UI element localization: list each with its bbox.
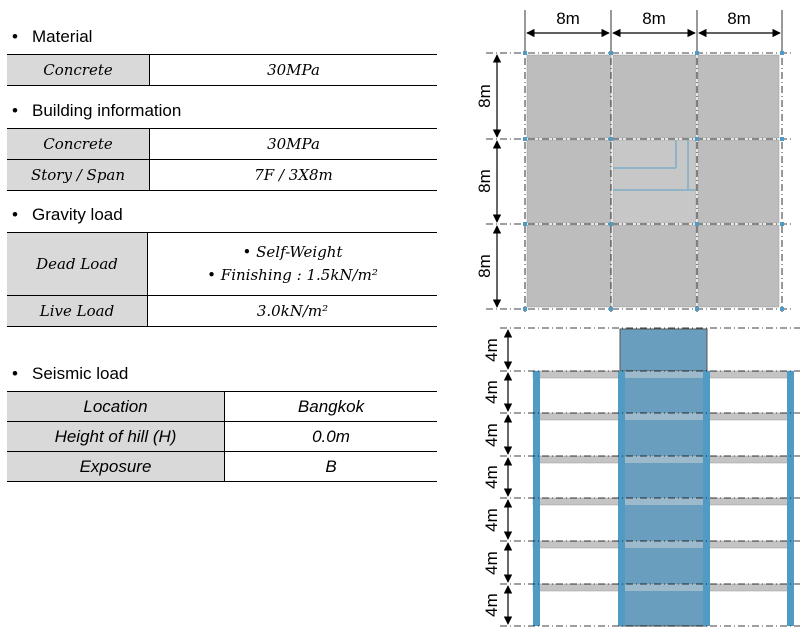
material-concrete-label: Concrete xyxy=(7,54,150,86)
story-dim-label: 4m xyxy=(482,508,501,532)
plan-slab xyxy=(612,224,697,308)
plan-core xyxy=(612,139,697,224)
story-dim-label: 4m xyxy=(482,593,501,617)
table-row: Dead Load • Self-Weight • Finishing : 1.… xyxy=(7,232,437,296)
hill-height-value: 0.0m xyxy=(224,421,437,452)
plan-slab xyxy=(697,54,780,139)
gravity-table: Dead Load • Self-Weight • Finishing : 1.… xyxy=(7,232,437,327)
exposure-label: Exposure xyxy=(7,451,225,482)
live-load-value: 3.0kN/m² xyxy=(147,295,437,327)
elevation: 4m 4m 4m 4m 4m 4m 4m xyxy=(482,327,800,627)
story-dim-label: 4m xyxy=(482,338,501,362)
elevation-core-slabs xyxy=(622,371,705,591)
elevation-level-lines xyxy=(500,327,800,627)
elevation-penthouse xyxy=(619,328,708,372)
dead-load-label: Dead Load xyxy=(7,232,148,296)
plan-side-dim-label: 8m xyxy=(475,169,494,193)
material-table: Concrete 30MPa xyxy=(7,54,437,86)
table-row: Live Load 3.0kN/m² xyxy=(7,295,437,327)
plan-columns xyxy=(523,51,784,311)
story-dim-label: 4m xyxy=(482,380,501,404)
table-row: Height of hill (H) 0.0m xyxy=(7,421,437,452)
plan-slab xyxy=(697,139,780,224)
table-row: Concrete 30MPa xyxy=(7,128,437,160)
plan-side-dim-label: 8m xyxy=(475,254,494,278)
plan-grid-lines xyxy=(486,44,792,312)
gravity-heading: •Gravity load xyxy=(12,205,123,224)
dead-load-value: • Self-Weight • Finishing : 1.5kN/m² xyxy=(147,232,437,296)
building-concrete-value: 30MPa xyxy=(149,128,437,160)
material-concrete-value: 30MPa xyxy=(149,54,437,86)
story-dim-label: 4m xyxy=(482,423,501,447)
location-value: Bangkok xyxy=(224,391,437,422)
plan-top-dim-label: 8m xyxy=(556,9,580,28)
table-row: Story / Span 7F / 3X8m xyxy=(7,159,437,191)
exposure-value: B xyxy=(224,451,437,482)
building-table: Concrete 30MPa Story / Span 7F / 3X8m xyxy=(7,128,437,191)
building-story-span-value: 7F / 3X8m xyxy=(149,159,437,191)
live-load-label: Live Load xyxy=(7,295,148,327)
dead-load-item: • Finishing : 1.5kN/m² xyxy=(207,266,378,284)
plan-core-walls xyxy=(613,140,696,191)
hill-height-label: Height of hill (H) xyxy=(7,421,225,452)
plan-top-dimensions xyxy=(524,10,783,44)
seismic-table: Location Bangkok Height of hill (H) 0.0m… xyxy=(7,391,437,482)
story-dim-label: 4m xyxy=(482,551,501,575)
material-heading: •Material xyxy=(12,27,93,46)
plan-slab xyxy=(697,224,780,308)
building-heading: •Building information xyxy=(12,101,182,120)
plan-slab xyxy=(526,224,612,308)
elevation-columns xyxy=(533,371,794,626)
plan-top-dim-label: 8m xyxy=(727,9,751,28)
plan-slab xyxy=(526,54,612,139)
plan-top-dim-label: 8m xyxy=(642,9,666,28)
seismic-heading: •Seismic load xyxy=(12,364,129,383)
building-story-span-label: Story / Span xyxy=(7,159,150,191)
dead-load-item: • Self-Weight xyxy=(242,243,343,261)
table-row: Exposure B xyxy=(7,451,437,482)
table-row: Concrete 30MPa xyxy=(7,54,437,86)
plan-side-dim-label: 8m xyxy=(475,84,494,108)
story-dim-label: 4m xyxy=(482,465,501,489)
plan-slab xyxy=(612,54,697,139)
floor-plan: 8m 8m 8m 8m 8m 8m xyxy=(475,9,792,312)
plan-slab xyxy=(526,139,612,224)
